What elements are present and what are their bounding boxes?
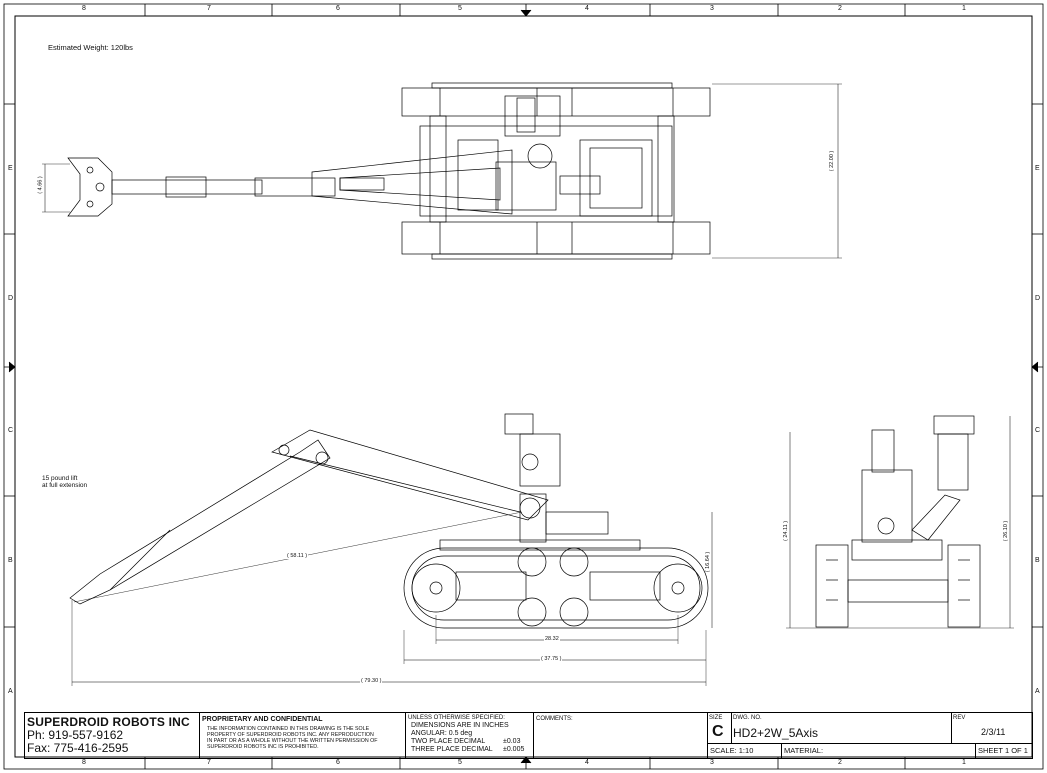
size-value: C <box>712 723 724 740</box>
material-label: MATERIAL: <box>784 746 824 755</box>
dim-overall-width: ( 22.00 ) <box>829 150 836 172</box>
front-view <box>786 415 1014 629</box>
rev-cell: REV 2/3/11 <box>951 713 1032 744</box>
zone-col-8-top: 8 <box>82 5 86 12</box>
lift-note-line1: 15 pound lift <box>42 475 78 482</box>
company-name: SUPERDROID ROBOTS INC <box>27 715 190 729</box>
dim-wheelbase: 28.32 <box>544 636 560 642</box>
dwg-no-value: HD2+2W_5Axis <box>733 726 819 740</box>
zone-col-7-top: 7 <box>207 5 211 12</box>
top-view <box>42 82 842 260</box>
company-phone: Ph: 919-557-9162 <box>27 728 124 742</box>
proprietary-line-1: THE INFORMATION CONTAINED IN THIS DRAWIN… <box>207 726 370 732</box>
unless-title: UNLESS OTHERWISE SPECIFIED: <box>408 715 505 721</box>
zone-col-8-bottom: 8 <box>82 759 86 766</box>
tolerance-cell: UNLESS OTHERWISE SPECIFIED: DIMENSIONS A… <box>405 713 534 758</box>
zone-row-b-right: B <box>1035 557 1040 564</box>
zone-col-3-bottom: 3 <box>710 759 714 766</box>
weight-note: Estimated Weight: 120lbs <box>48 43 133 52</box>
zone-col-5-bottom: 5 <box>458 759 462 766</box>
zone-col-4-bottom: 4 <box>585 759 589 766</box>
rev-label: REV <box>953 715 966 721</box>
dim-overall-length: ( 79.30 ) <box>360 678 383 684</box>
zone-col-7-bottom: 7 <box>207 759 211 766</box>
outer-border <box>3 3 1044 770</box>
proprietary-line-3: IN PART OR AS A WHOLE WITHOUT THE WRITTE… <box>207 738 378 744</box>
size-cell: SIZE C <box>707 713 732 744</box>
zone-col-5-top: 5 <box>458 5 462 12</box>
two-place-tol: ±0.03 <box>503 738 521 745</box>
sheet-cell: SHEET 1 OF 1 <box>975 743 1032 758</box>
two-place-label: TWO PLACE DECIMAL <box>411 738 486 745</box>
dim-arm-length: ( 58.11 ) <box>286 553 309 559</box>
zone-row-d-right: D <box>1035 295 1041 302</box>
zone-row-a-right: A <box>1035 688 1040 695</box>
three-place-label: THREE PLACE DECIMAL <box>411 746 493 753</box>
zone-col-6-bottom: 6 <box>336 759 340 766</box>
dim-front-height-left: ( 24.11 ) <box>783 520 790 542</box>
zone-col-2-top: 2 <box>838 5 842 12</box>
zone-row-e-left: E <box>8 165 13 172</box>
zone-row-d-left: D <box>8 295 14 302</box>
zone-row-a-left: A <box>8 688 13 695</box>
zone-col-3-top: 3 <box>710 5 714 12</box>
rev-value: 2/3/11 <box>981 727 1006 737</box>
dim-gripper-width: ( 4.66 ) <box>37 176 44 194</box>
zone-col-2-bottom: 2 <box>838 759 842 766</box>
zone-row-c-right: C <box>1035 427 1041 434</box>
scale-value: SCALE: 1:10 <box>710 746 754 755</box>
side-view <box>69 413 713 686</box>
dim-side-height: ( 16.64 ) <box>705 551 712 573</box>
comments-cell: COMMENTS: <box>533 713 708 758</box>
dims-in-inches: DIMENSIONS ARE IN INCHES <box>411 722 509 729</box>
dwg-no-label: DWG. NO. <box>733 715 762 721</box>
zone-col-1-top: 1 <box>962 5 966 12</box>
sheet-value: SHEET 1 OF 1 <box>978 746 1028 755</box>
proprietary-title: PROPRIETARY AND CONFIDENTIAL <box>202 716 323 723</box>
lift-note-line2: at full extension <box>42 482 88 489</box>
zone-col-1-bottom: 1 <box>962 759 966 766</box>
zone-row-b-left: B <box>8 557 13 564</box>
proprietary-cell: PROPRIETARY AND CONFIDENTIAL THE INFORMA… <box>199 713 406 758</box>
angular-tol: ANGULAR: 0.5 deg <box>411 730 473 737</box>
title-block: SUPERDROID ROBOTS INC Ph: 919-557-9162 F… <box>24 712 1033 759</box>
center-markers <box>4 4 1043 769</box>
dwg-no-cell: DWG. NO. HD2+2W_5Axis <box>731 713 952 744</box>
zone-ticks <box>4 4 1043 769</box>
size-label: SIZE <box>709 715 723 721</box>
zone-col-6-top: 6 <box>336 5 340 12</box>
proprietary-line-4: SUPERDROID ROBOTS INC IS PROHIBITED. <box>207 744 319 750</box>
dim-track-length: ( 37.75 ) <box>540 656 563 662</box>
dim-front-height-right: ( 26.10 ) <box>1003 520 1010 542</box>
company-cell: SUPERDROID ROBOTS INC Ph: 919-557-9162 F… <box>25 713 200 758</box>
scale-cell: SCALE: 1:10 <box>707 743 782 758</box>
company-fax: Fax: 775-416-2595 <box>27 741 129 755</box>
comments-label: COMMENTS: <box>536 716 573 722</box>
three-place-tol: ±0.005 <box>503 746 525 753</box>
inner-border <box>14 15 1033 758</box>
zone-col-4-top: 4 <box>585 5 589 12</box>
zone-row-e-right: E <box>1035 165 1040 172</box>
zone-row-c-left: C <box>8 427 14 434</box>
material-cell: MATERIAL: <box>781 743 976 758</box>
proprietary-line-2: PROPERTY OF SUPERDROID ROBOTS INC. ANY R… <box>207 732 374 738</box>
